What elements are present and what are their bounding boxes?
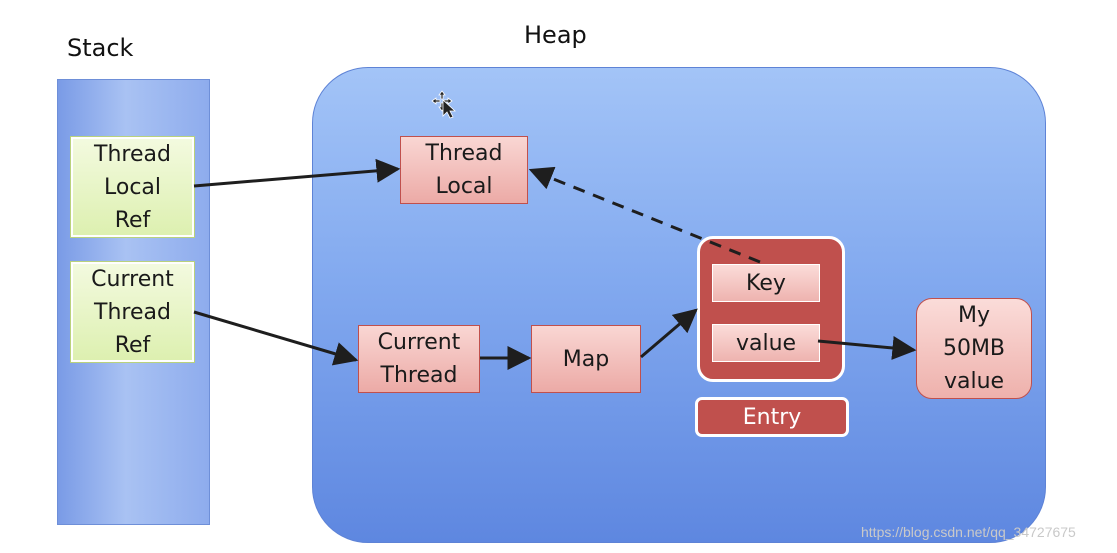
key-field: Key <box>712 264 820 302</box>
my-value-line-1: My <box>957 303 990 328</box>
thread-local-ref-line-2: Local <box>103 174 162 200</box>
heap-title: Heap <box>524 21 587 49</box>
entry-label-box: Entry <box>695 397 849 437</box>
current-thread-line-2: Thread <box>380 363 458 388</box>
map-box: Map <box>531 325 641 393</box>
thread-local-line-1: Thread <box>425 141 503 166</box>
current-thread-ref-line-3: Ref <box>114 332 151 358</box>
current-thread-ref-line-1: Current <box>91 266 174 292</box>
thread-local-ref-line-1: Thread <box>94 141 171 167</box>
current-thread-ref-box: Current Thread Ref <box>71 262 194 362</box>
thread-local-box: Thread Local <box>400 136 528 204</box>
current-thread-box: Current Thread <box>358 325 480 393</box>
watermark: https://blog.csdn.net/qq_34727675 <box>861 524 1076 540</box>
entry-label: Entry <box>742 404 802 430</box>
stack-title: Stack <box>67 34 134 62</box>
current-thread-line-1: Current <box>377 330 461 355</box>
value-field: value <box>712 324 820 362</box>
my-50mb-value-box: My 50MB value <box>916 298 1032 399</box>
current-thread-ref-line-2: Thread <box>94 299 171 325</box>
value-label: value <box>735 330 797 356</box>
thread-local-line-2: Local <box>435 174 493 199</box>
move-cursor-icon <box>431 90 457 119</box>
entry-container: Key value <box>697 236 845 382</box>
thread-local-ref-box: Thread Local Ref <box>71 137 194 237</box>
my-value-line-2: 50MB <box>942 336 1006 361</box>
key-label: Key <box>746 270 786 296</box>
thread-local-ref-line-3: Ref <box>114 207 151 233</box>
my-value-line-3: value <box>943 369 1005 394</box>
map-label: Map <box>562 346 610 372</box>
